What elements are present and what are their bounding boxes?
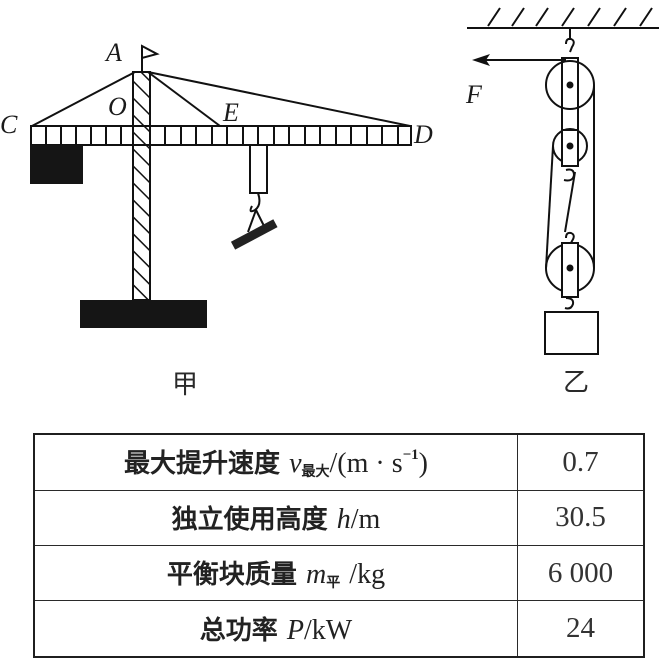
param-name: 平衡块质量 <box>166 560 297 591</box>
caption-jia: 甲 <box>172 370 199 400</box>
trolley <box>249 144 268 194</box>
hook-icon <box>249 192 261 213</box>
param-subscript: 最大 <box>301 464 330 481</box>
param-name: 总功率 <box>199 616 278 647</box>
spec-table: 最大提升速度 v最大/(m · s−1) 0.7 独立使用高度 h/m 30.5… <box>33 433 645 658</box>
param-cell: 平衡块质量 m平 /kg <box>33 544 518 602</box>
pulley-diagram <box>467 7 659 355</box>
table-row: 最大提升速度 v最大/(m · s−1) 0.7 <box>33 433 645 491</box>
caption-yi: 乙 <box>563 368 590 398</box>
load-block <box>544 311 599 355</box>
label-point-a: A <box>106 38 122 67</box>
param-symbol: P <box>286 615 304 647</box>
flag-icon <box>141 44 160 72</box>
value-cell: 30.5 <box>517 489 645 546</box>
value-cell: 24 <box>517 600 645 658</box>
value-cell: 0.7 <box>517 433 645 491</box>
cable-AE <box>147 71 221 127</box>
param-name: 独立使用高度 <box>171 505 328 536</box>
counterweight <box>30 145 83 184</box>
load-beam <box>230 219 278 250</box>
param-cell: 独立使用高度 h/m <box>33 489 518 546</box>
label-force-f: F <box>466 80 482 109</box>
param-unit: /(m · s <box>329 448 403 480</box>
label-point-c: C <box>0 110 18 139</box>
param-unit: /kg <box>349 559 386 591</box>
param-subscript: 平 <box>326 575 341 592</box>
tower-mast <box>132 71 151 301</box>
param-symbol: m <box>306 559 327 591</box>
label-point-o: O <box>108 92 127 121</box>
label-point-d: D <box>414 120 433 149</box>
param-symbol: h <box>336 504 351 536</box>
param-unit-close: ) <box>418 448 428 480</box>
param-cell: 最大提升速度 v最大/(m · s−1) <box>33 433 518 491</box>
param-unit-sup: −1 <box>402 447 419 464</box>
label-point-e: E <box>223 98 239 127</box>
rope <box>545 85 595 269</box>
param-unit: /m <box>350 504 381 536</box>
cable-AD <box>147 71 411 127</box>
param-unit: /kW <box>303 615 353 647</box>
arrowhead-icon <box>472 54 490 66</box>
crane-base <box>80 300 207 328</box>
crane-diagram <box>30 7 659 355</box>
value-cell: 6 000 <box>517 544 645 602</box>
param-name: 最大提升速度 <box>123 449 280 480</box>
table-row: 总功率 P/kW 24 <box>33 600 645 658</box>
table-row: 独立使用高度 h/m 30.5 <box>33 489 645 546</box>
param-symbol: v <box>289 448 302 480</box>
table-row: 平衡块质量 m平 /kg 6 000 <box>33 544 645 602</box>
param-cell: 总功率 P/kW <box>33 600 518 658</box>
jib-CD <box>30 125 412 146</box>
cable-AC <box>31 71 136 127</box>
